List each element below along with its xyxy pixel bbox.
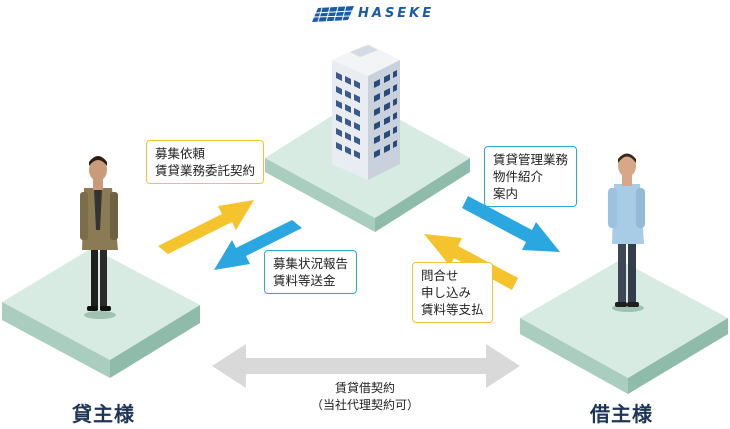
arrow-company-to-tenant [462,196,560,252]
contract-line-1: 賃貸借契約 [334,381,395,395]
label-line: 賃料等送金 [273,273,336,288]
landlord-person-icon [80,156,118,319]
contract-line-2: （当社代理契約可） [310,398,419,412]
company-logo: HASEKE [358,6,434,21]
tenant-platform [520,260,728,394]
label-from-tenant: 問合せ 申し込み 賃料等支払 [412,262,493,323]
office-building-icon [332,44,400,180]
arrow-contract-bidirectional [212,344,520,388]
label-line: 賃貸業務委託契約 [155,163,256,178]
label-to-landlord: 募集状況報告 賃料等送金 [264,250,358,294]
logo-text: HASEKE [358,6,435,21]
arrow-landlord-to-company [158,200,254,254]
label-line: 申し込み [421,285,472,300]
haseke-logo-icon [312,5,354,23]
label-line: 物件紹介 [493,169,544,184]
label-line: 賃貸管理業務 [493,152,569,167]
landlord-label: 貸主様 [72,402,135,426]
label-line: 問合せ [421,268,459,283]
label-to-company: 募集依頼 賃貸業務委託契約 [146,140,265,184]
arrow-company-to-landlord [214,220,302,270]
contract-label: 賃貸借契約 （当社代理契約可） [280,380,450,414]
label-line: 募集状況報告 [273,256,349,271]
label-line: 案内 [493,186,519,201]
label-line: 賃料等支払 [421,302,484,317]
tenant-person-icon [608,153,645,312]
label-to-tenant: 賃貸管理業務 物件紹介 案内 [484,146,578,207]
tenant-label: 借主様 [590,402,653,426]
label-line: 募集依頼 [155,146,206,161]
